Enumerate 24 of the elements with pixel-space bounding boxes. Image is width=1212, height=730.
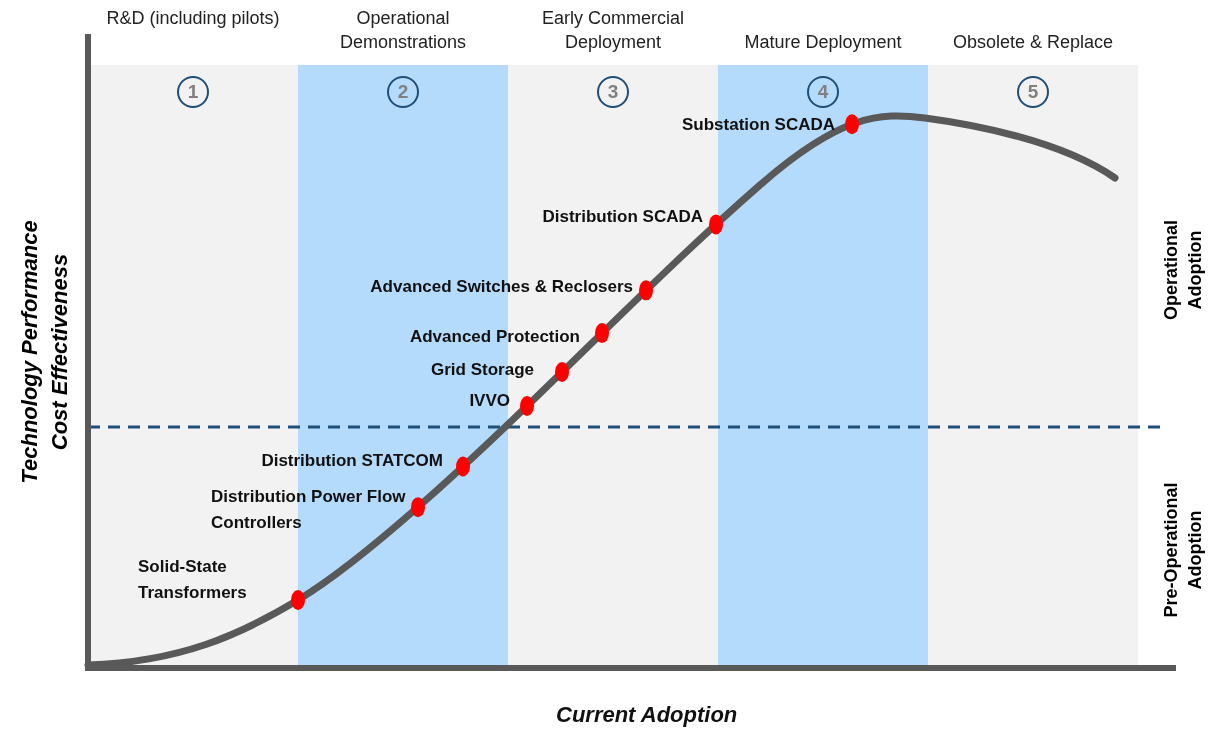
technology-label: Advanced Switches & Reclosers: [370, 276, 633, 298]
step-number: 1: [177, 76, 209, 108]
zone-label: Operational Adoption: [1160, 219, 1206, 322]
step-number: 2: [387, 76, 419, 108]
technology-label: Solid-State Transformers: [138, 556, 248, 604]
zone-label: Pre-Operational Adoption: [1160, 481, 1206, 620]
phase-heading: Operational Demonstrations: [338, 7, 468, 54]
phase-heading: Mature Deployment: [743, 31, 903, 54]
phase-heading: R&D (including pilots): [105, 7, 281, 30]
axis-title: Cost Effectiveness: [47, 253, 73, 451]
step-number: 4: [807, 76, 839, 108]
phase-heading: Obsolete & Replace: [951, 31, 1115, 54]
technology-label: Distribution Power Flow Controllers: [211, 486, 407, 534]
technology-label: Distribution STATCOM: [261, 450, 443, 472]
step-number: 3: [597, 76, 629, 108]
technology-label: Substation SCADA: [682, 114, 835, 136]
phase-heading: Early Commercial Deployment: [541, 7, 685, 54]
technology-label: Distribution SCADA: [542, 206, 703, 228]
technology-label: Advanced Protection: [409, 326, 580, 348]
axis-title: Technology Performance: [17, 220, 43, 484]
axis-title: Current Adoption: [556, 702, 738, 728]
technology-label: Grid Storage: [431, 359, 534, 381]
step-number: 5: [1017, 76, 1049, 108]
technology-label: IVVO: [469, 390, 510, 412]
